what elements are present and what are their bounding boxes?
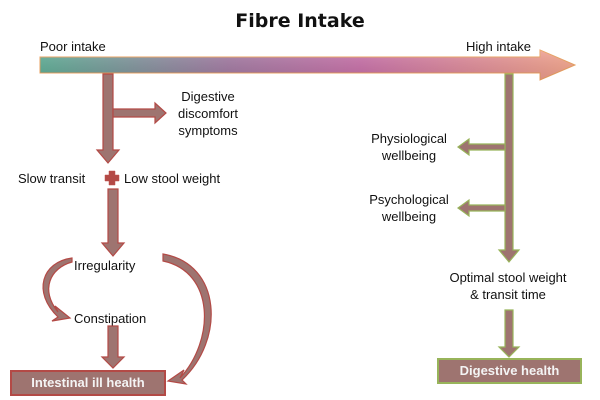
intestinal-ill-health-box: Intestinal ill health bbox=[10, 370, 166, 396]
high-intake-label: High intake bbox=[466, 39, 532, 54]
physiological-arrow bbox=[456, 137, 506, 157]
poor-intake-label: Poor intake bbox=[40, 39, 106, 54]
to-digestive-health-arrow bbox=[497, 309, 521, 358]
irregularity-label: Irregularity bbox=[74, 258, 136, 273]
physiological-wellbeing-label: Physiological wellbeing bbox=[371, 131, 447, 163]
plus-icon bbox=[104, 170, 120, 186]
irregularity-to-illhealth-curve bbox=[162, 253, 212, 385]
constipation-to-illhealth-arrow bbox=[100, 325, 126, 369]
digestive-discomfort-label: Digestive discomfort symptoms bbox=[178, 89, 238, 138]
slow-transit-label: Slow transit bbox=[18, 171, 86, 186]
psychological-arrow bbox=[456, 198, 506, 218]
digestive-discomfort-arrow bbox=[112, 101, 167, 125]
fibre-intake-scale-arrow bbox=[39, 49, 577, 81]
high-main-arrow bbox=[497, 73, 521, 263]
diagram-title: Fibre Intake bbox=[235, 10, 365, 32]
irregularity-to-constipation-curve bbox=[42, 257, 73, 322]
to-irregularity-arrow bbox=[100, 188, 126, 257]
digestive-health-box: Digestive health bbox=[437, 358, 582, 384]
poor-main-arrow bbox=[95, 73, 121, 164]
constipation-label: Constipation bbox=[74, 311, 147, 326]
optimal-stool-weight-label: Optimal stool weight & transit time bbox=[449, 270, 567, 302]
psychological-wellbeing-label: Psychological wellbeing bbox=[369, 192, 449, 224]
low-stool-weight-label: Low stool weight bbox=[124, 171, 221, 186]
